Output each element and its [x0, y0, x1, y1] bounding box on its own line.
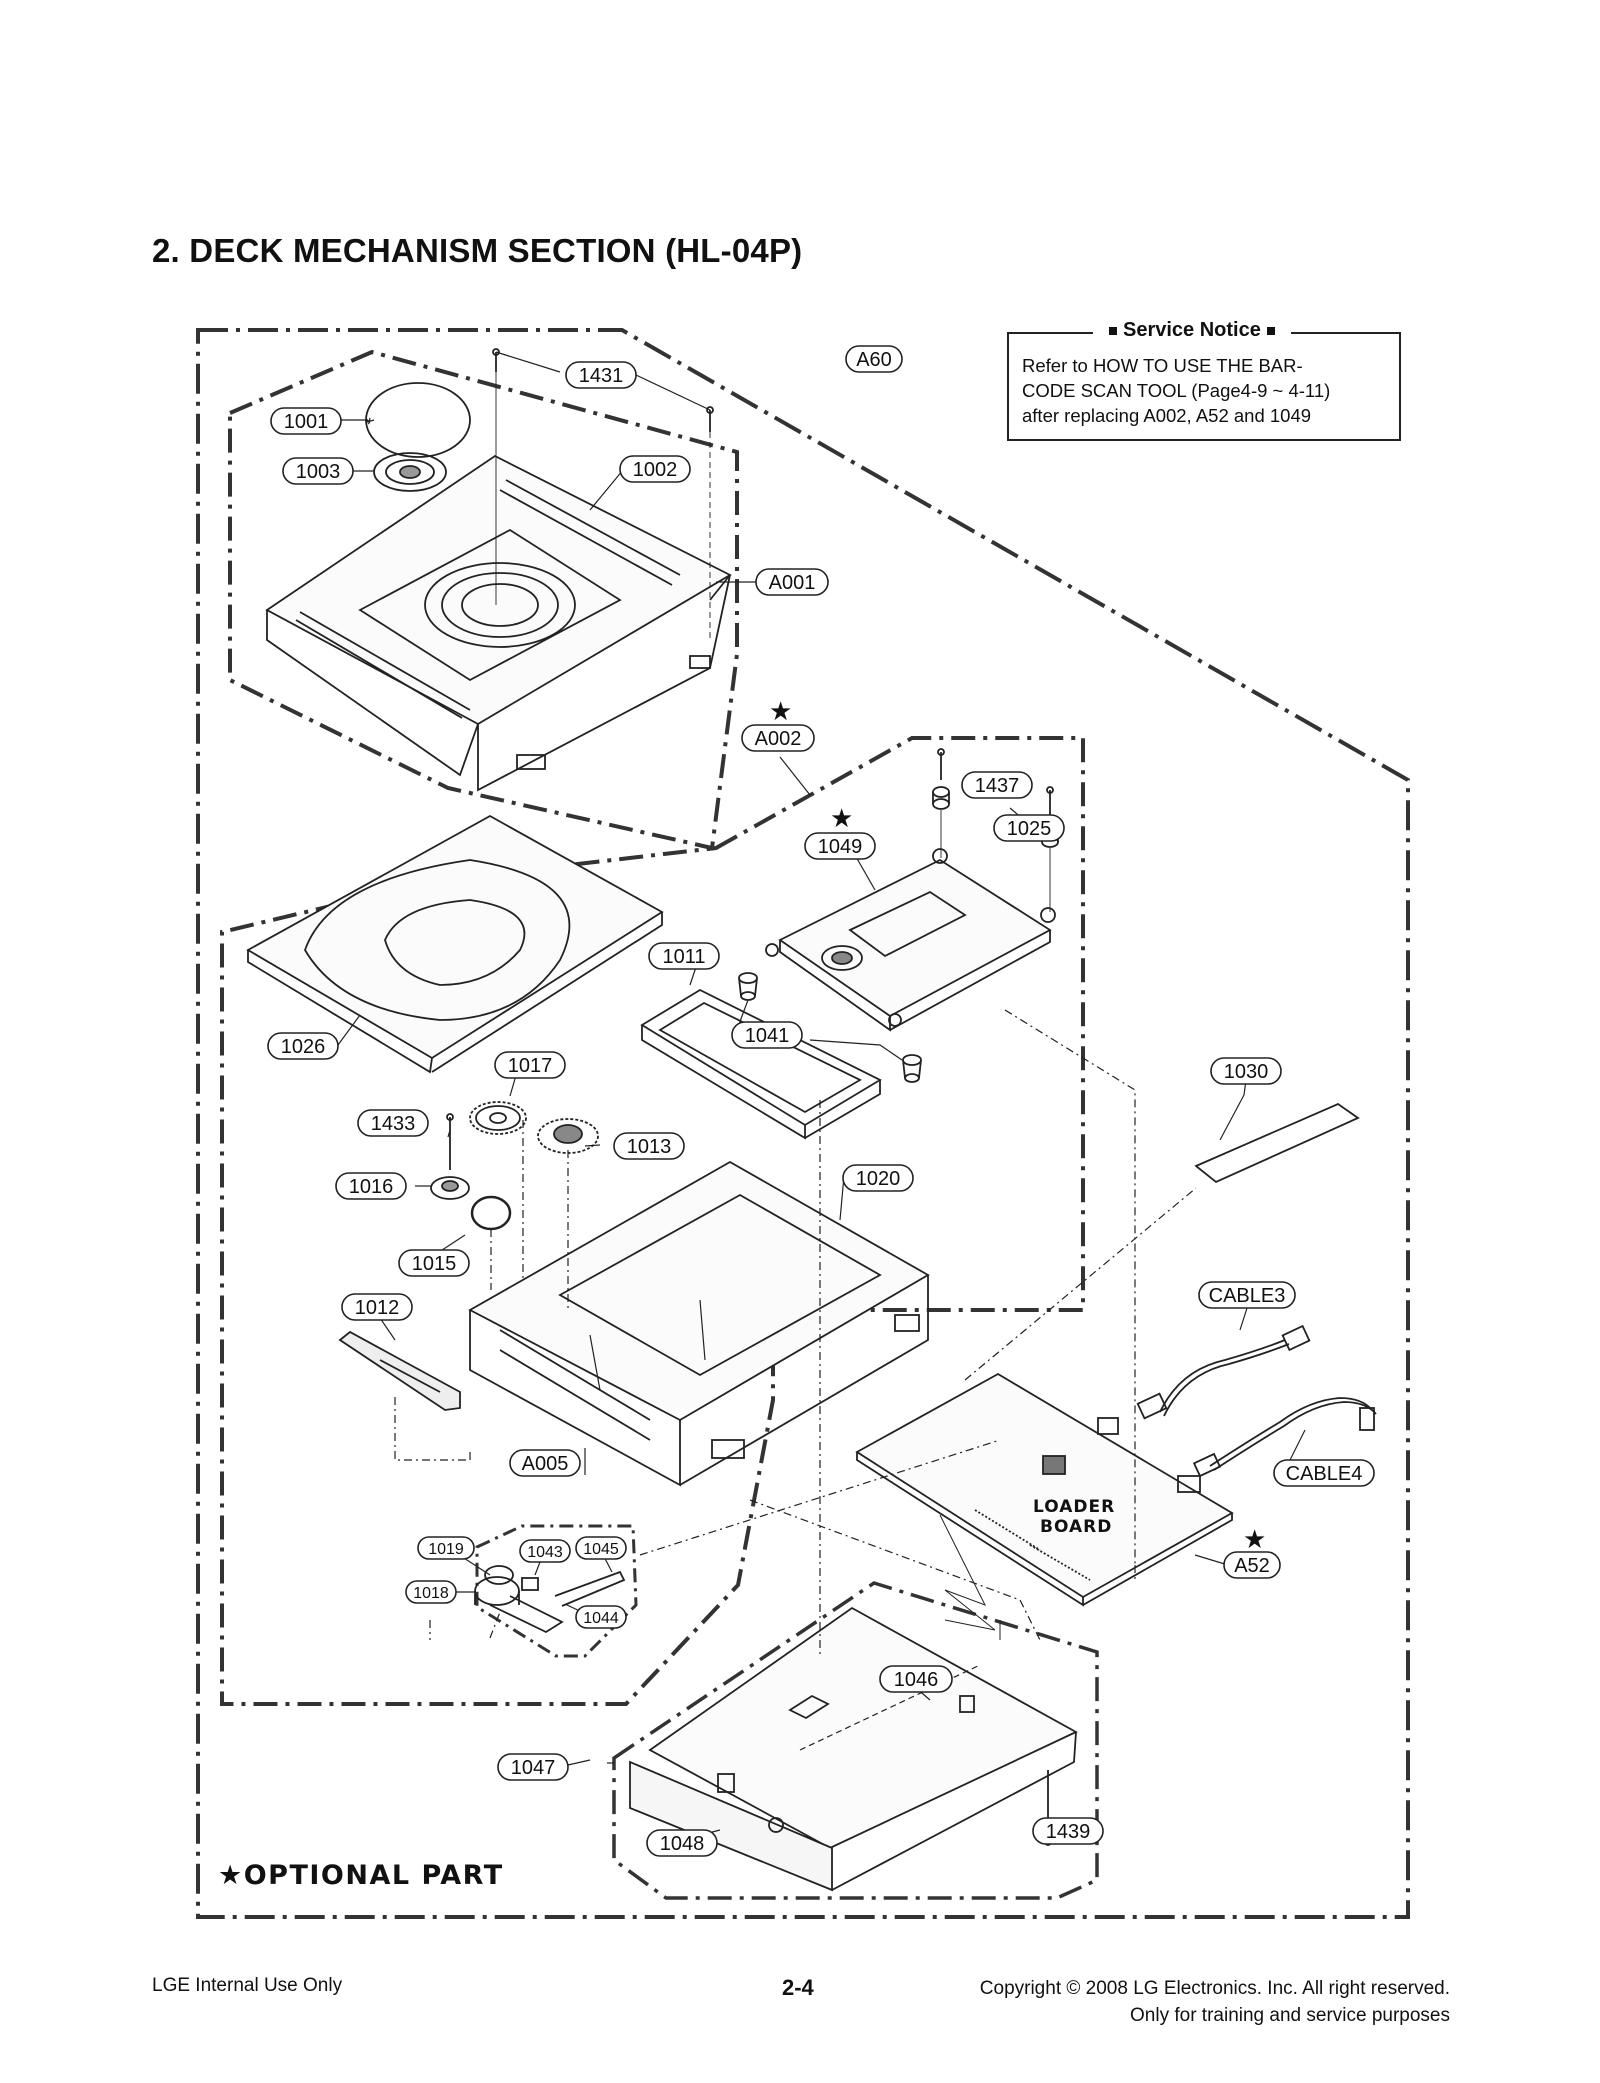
pulley-1016: [430, 1113, 470, 1200]
label-a001: A001: [769, 572, 816, 594]
assembly-boundary-1047: [612, 1581, 1099, 1900]
gear-1013: [537, 1118, 599, 1154]
footer-copyright: Copyright © 2008 LG Electronics. Inc. Al…: [980, 1975, 1450, 2029]
main-chassis-1020: [468, 1160, 930, 1487]
belt-1015: [470, 1195, 512, 1231]
label-1003: 1003: [296, 461, 341, 483]
label-1030: 1030: [1224, 1061, 1269, 1083]
label-1437: 1437: [975, 775, 1020, 797]
label-1015: 1015: [412, 1253, 457, 1275]
service-notice-box: [1007, 332, 1401, 441]
label-1431: 1431: [579, 365, 624, 387]
label-1001: 1001: [284, 411, 329, 433]
callout-labels: 1431 A60 1001 1003 1002 A001 A002 1437 1…: [281, 349, 1363, 1855]
cable3: [1136, 1324, 1311, 1420]
label-1026: 1026: [281, 1036, 326, 1058]
label-1025: 1025: [1007, 818, 1052, 840]
square-bullet-icon: [1109, 326, 1117, 335]
label-1049: 1049: [818, 836, 863, 858]
optional-star-icons: ★ ★ ★: [769, 697, 1266, 1555]
service-notice-line: CODE SCAN TOOL (Page4-9 ~ 4-11): [1022, 380, 1331, 401]
label-1013: 1013: [627, 1136, 672, 1158]
service-notice-line: after replacing A002, A52 and 1049: [1022, 405, 1312, 426]
label-a002: A002: [755, 728, 802, 750]
slider-1012: [338, 1330, 461, 1411]
footer-copyright-line: Copyright © 2008 LG Electronics. Inc. Al…: [979, 1978, 1450, 1999]
frame-1011: [640, 988, 882, 1140]
label-cable3: CABLE3: [1209, 1285, 1286, 1307]
label-1018: 1018: [413, 1585, 449, 1602]
label-1044: 1044: [583, 1610, 619, 1627]
flat-cable-1030: [1194, 1102, 1360, 1184]
pickup-base-1049: [765, 848, 1056, 1032]
front-bezel-1048: [629, 1731, 1077, 1892]
page-title: 2. DECK MECHANISM SECTION (HL-04P): [152, 232, 803, 269]
assembly-boundary-a60: [196, 328, 1410, 1919]
loader-board-a52: [855, 1372, 1234, 1607]
leader-lines: [337, 351, 1306, 1841]
motor-assembly-a005: [474, 1565, 626, 1634]
board-label-line1: LOADER: [1033, 1497, 1115, 1517]
label-cable4: CABLE4: [1286, 1463, 1363, 1485]
label-1048: 1048: [660, 1833, 705, 1855]
top-cover-1002: [265, 454, 732, 792]
callouts: [267, 345, 1375, 1857]
service-notice-line: Refer to HOW TO USE THE BAR-: [1022, 355, 1303, 376]
label-a005: A005: [522, 1453, 569, 1475]
label-1002: 1002: [633, 459, 678, 481]
label-1011: 1011: [662, 946, 705, 968]
clamp-holder-1003: [373, 452, 447, 492]
optional-part-note: ★OPTIONAL PART: [218, 1860, 504, 1891]
label-a52: A52: [1234, 1555, 1270, 1577]
label-1016: 1016: [349, 1176, 394, 1198]
label-1045: 1045: [583, 1541, 619, 1558]
square-bullet-icon: [1266, 326, 1275, 335]
page-number: 2-4: [782, 1975, 814, 2000]
clamper-1001: [365, 382, 471, 458]
label-1046: 1046: [894, 1669, 939, 1691]
service-notice-body: Refer to HOW TO USE THE BAR- CODE SCAN T…: [1022, 353, 1392, 428]
disc-tray-1026: [246, 814, 664, 1074]
footer-internal-use: LGE Internal Use Only: [152, 1975, 343, 1996]
service-notice-title-text: Service Notice: [1123, 319, 1261, 341]
star-icon-a002: ★: [769, 697, 792, 727]
label-1020: 1020: [856, 1168, 901, 1190]
label-1439: 1439: [1046, 1821, 1091, 1843]
label-1433: 1433: [371, 1113, 416, 1135]
label-a60: A60: [856, 349, 892, 371]
label-1012: 1012: [355, 1297, 400, 1319]
label-1019: 1019: [428, 1541, 464, 1558]
footer-usage-line: Only for training and service purposes: [1130, 2005, 1450, 2026]
label-1041: 1041: [745, 1025, 790, 1047]
rubbers-1041: [738, 972, 922, 1083]
star-icon-1049: ★: [830, 804, 853, 834]
label-1017: 1017: [508, 1055, 553, 1077]
service-notice-title: Service Notice: [1093, 319, 1291, 342]
cable4: [1192, 1397, 1377, 1478]
board-label-line2: BOARD: [1040, 1517, 1112, 1537]
label-1043: 1043: [527, 1544, 563, 1561]
star-icon-a52: ★: [1243, 1525, 1266, 1555]
screws-1431: [492, 348, 714, 640]
assembly-boundary-a005: [475, 1524, 638, 1658]
assembly-boundary-a002: [220, 736, 1085, 1706]
gear-1017: [469, 1101, 527, 1135]
label-1047: 1047: [511, 1757, 556, 1779]
